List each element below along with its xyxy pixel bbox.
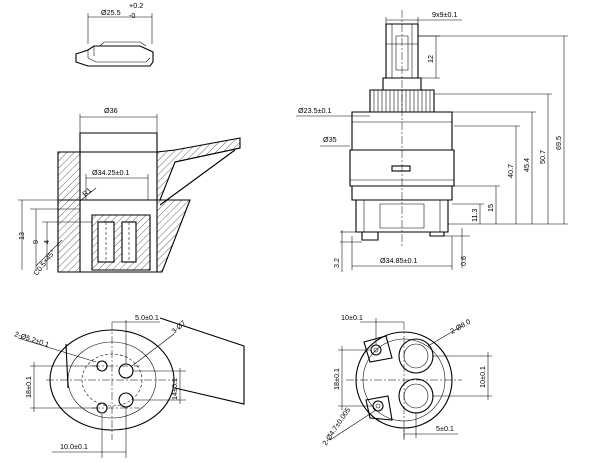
plan-dim-10: 10.0±0.1 (60, 442, 88, 451)
bottom-dim-10-right: 10±0.1 (478, 366, 487, 388)
holes-label: 2-Ø5.2±0.1 (13, 329, 50, 349)
base-0-6: 0.6 (459, 256, 468, 266)
seal-tol-lower: -0 (129, 11, 135, 20)
knurl-lines (373, 90, 431, 112)
height-50-7: 50.7 (538, 150, 547, 164)
pins-label: 3-Ø7 (170, 318, 188, 335)
housing-plan-view: 2-Ø5.2±0.1 5.0±0.1 3-Ø7 18±0.1 14±0.1 10… (13, 313, 245, 458)
height-11-3: 11.3 (470, 209, 479, 222)
bottom-dim-18: 18±0.1 (332, 368, 341, 390)
offset-label: 5.0±0.1 (135, 313, 159, 322)
cartridge-elevation-view: 9x9±0.1 12 Ø23.5±0.1 Ø35 69.5 50.7 45.4 … (296, 10, 568, 272)
height-40-7: 40.7 (506, 164, 515, 178)
height-69-5: 69.5 (554, 136, 563, 150)
base-3-2: 3.2 (332, 258, 341, 268)
housing-inner-diameter: Ø34.25±0.1 (92, 168, 130, 177)
stem-height-label: 12 (426, 55, 435, 63)
spline-label: 9x9±0.1 (432, 10, 458, 19)
seal-tol-upper: +0.2 (129, 1, 143, 10)
height-15: 15 (486, 204, 495, 212)
seal-diameter-label: Ø25.5 (101, 8, 121, 17)
plan-dim-14: 14±0.1 (170, 378, 179, 400)
pins-label-bottom: 2-Ø4.7±0.005 (320, 406, 352, 447)
housing-chamfer-label: C0.5×45° (31, 248, 57, 277)
base-diameter-label: Ø34.85±0.1 (380, 256, 418, 265)
seal-ring-view: Ø25.5 +0.2 -0 (75, 1, 154, 67)
housing-dim-9: 9 (31, 240, 40, 244)
housing-dim-13: 13 (17, 232, 26, 240)
cartridge-bottom-view: 10±0.1 2-Ø8.0 18±0.1 10±0.1 2-Ø4.7±0.005… (320, 313, 492, 447)
ring-diameter-label: Ø23.5±0.1 (298, 106, 332, 115)
bottom-dim-5: 5±0.1 (436, 424, 454, 433)
housing-section-view: Ø36 Ø34.25±0.1 R1 13 9 4 C0.5×4 (17, 106, 241, 277)
height-45-4: 45.4 (522, 158, 531, 172)
housing-outer-diameter: Ø36 (104, 106, 118, 115)
ports-label: 2-Ø8.0 (449, 317, 473, 336)
plan-dim-18: 18±0.1 (24, 376, 33, 398)
body-diameter-label: Ø35 (323, 135, 337, 144)
bottom-dim-10-top: 10±0.1 (341, 313, 363, 322)
housing-dim-4: 4 (42, 240, 51, 244)
housing-radius-label: R1 (80, 186, 93, 199)
